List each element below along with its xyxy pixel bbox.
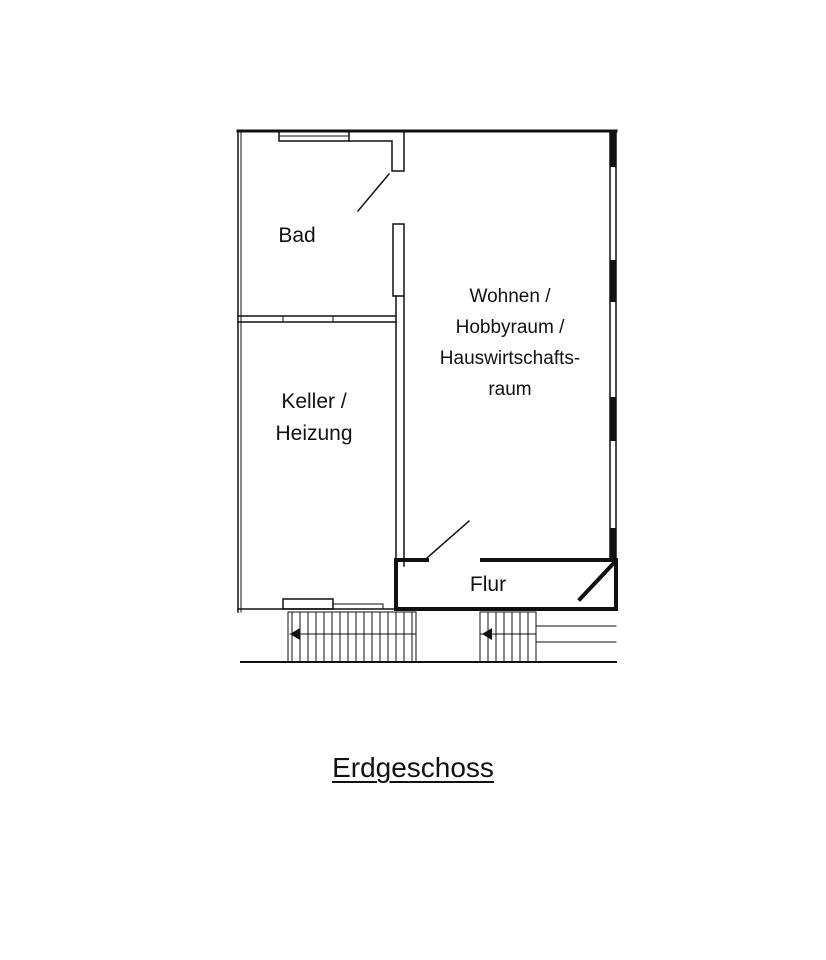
stair-arrow-right bbox=[482, 628, 492, 640]
room-label-keller: Keller / Heizung bbox=[244, 386, 384, 450]
room-label-flur: Flur bbox=[469, 573, 507, 596]
room-label-bad: Bad bbox=[278, 224, 316, 247]
room-label-line: Keller / bbox=[281, 390, 347, 413]
bad-door bbox=[356, 172, 391, 213]
flur-walls bbox=[394, 558, 618, 611]
stair-arrow-left bbox=[290, 628, 300, 640]
floor-plan-title: Erdgeschoss bbox=[0, 752, 826, 784]
room-label-line: Hauswirtschafts- bbox=[439, 348, 581, 369]
stairs-left bbox=[287, 611, 417, 663]
entrance-door bbox=[577, 561, 616, 602]
partition-wall bbox=[392, 223, 405, 297]
window-keller-bottom bbox=[282, 598, 334, 610]
wohnen-door bbox=[425, 519, 471, 560]
floor-plan-title-text: Erdgeschoss bbox=[332, 752, 494, 783]
room-label-wohnen: Wohnen / Hobbyraum / Hauswirtschafts- ra… bbox=[410, 281, 610, 405]
room-label-line: raum bbox=[488, 379, 532, 400]
stairs-right bbox=[479, 611, 617, 663]
bad-wall-pillar bbox=[348, 130, 405, 172]
room-label-line: Heizung bbox=[275, 422, 353, 445]
room-label-line: Hobbyraum / bbox=[455, 317, 565, 338]
room-label-line: Wohnen / bbox=[469, 286, 551, 307]
